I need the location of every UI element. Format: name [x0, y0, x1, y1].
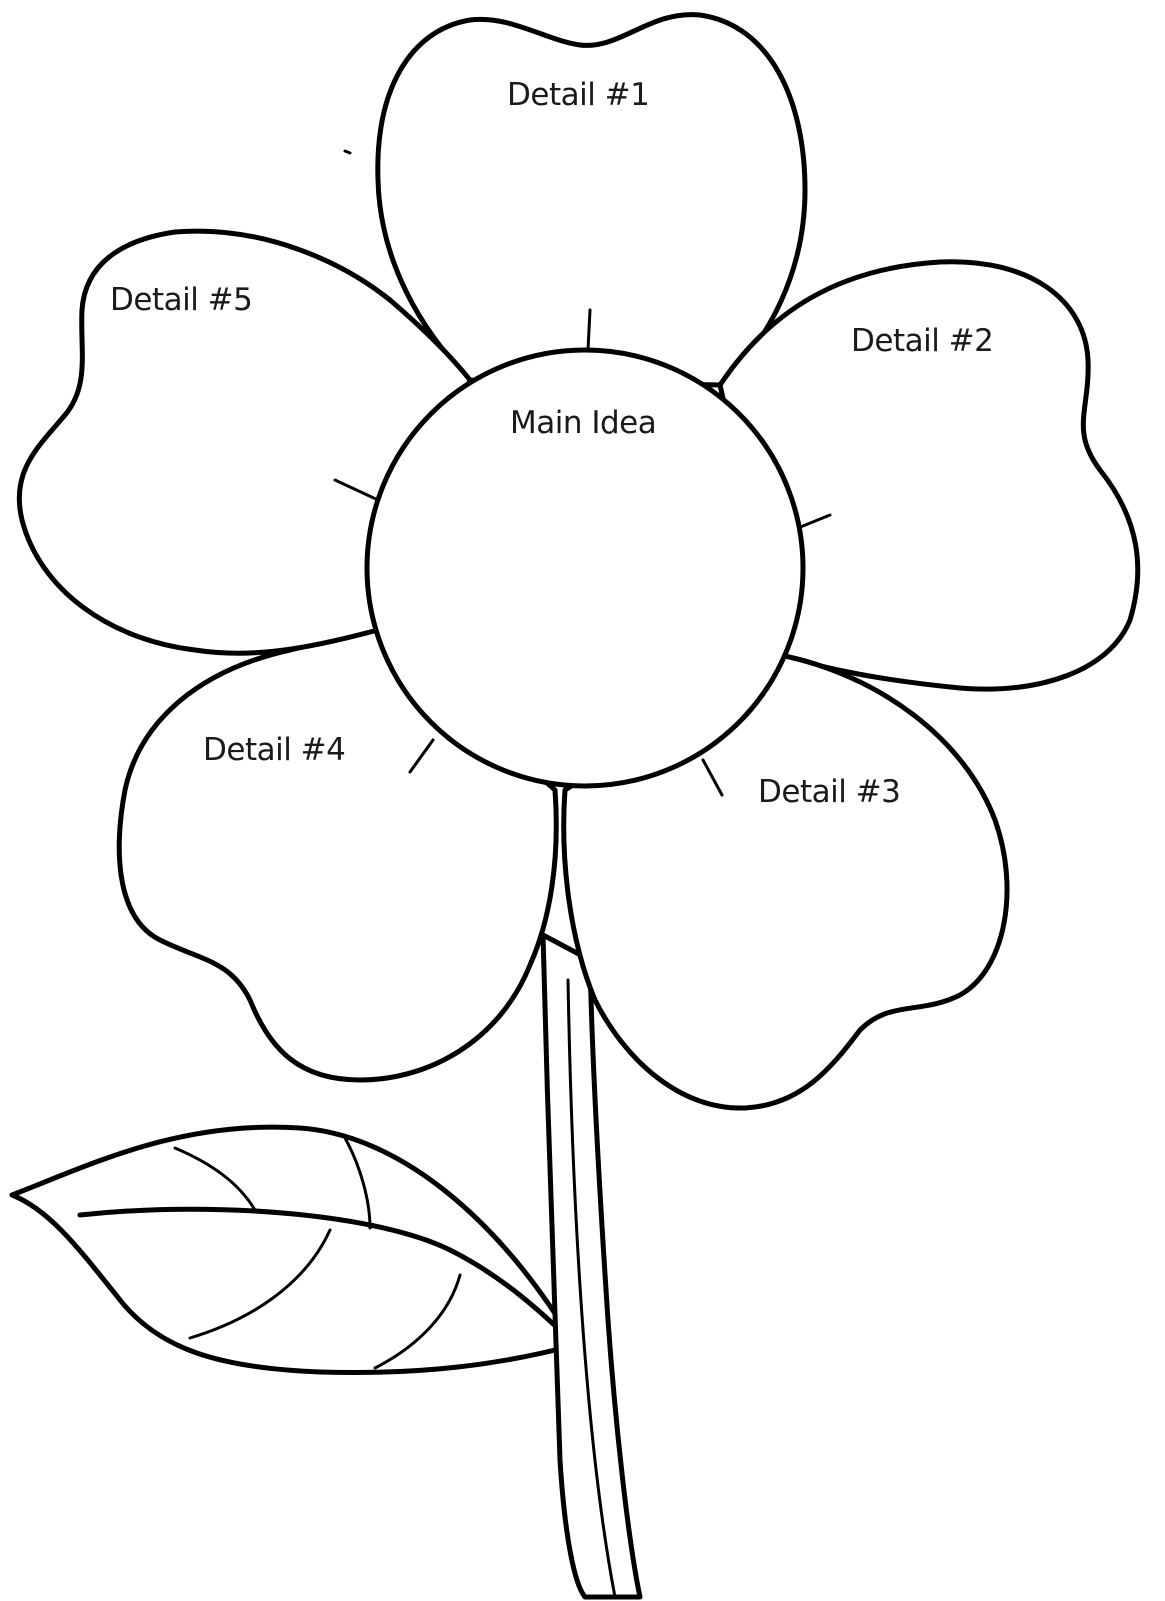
leaf-outline [12, 1127, 575, 1372]
petal-detail-1[interactable] [378, 15, 805, 385]
leaf [12, 1127, 575, 1372]
detail-1-label: Detail #1 [507, 77, 649, 113]
tick-top [588, 310, 590, 350]
detail-4-label: Detail #4 [203, 732, 345, 768]
stray-mark [345, 151, 350, 153]
detail-2-label: Detail #2 [851, 323, 993, 359]
detail-3-label: Detail #3 [758, 774, 900, 810]
main-idea-label: Main Idea [510, 405, 656, 441]
detail-5-label: Detail #5 [110, 282, 252, 318]
